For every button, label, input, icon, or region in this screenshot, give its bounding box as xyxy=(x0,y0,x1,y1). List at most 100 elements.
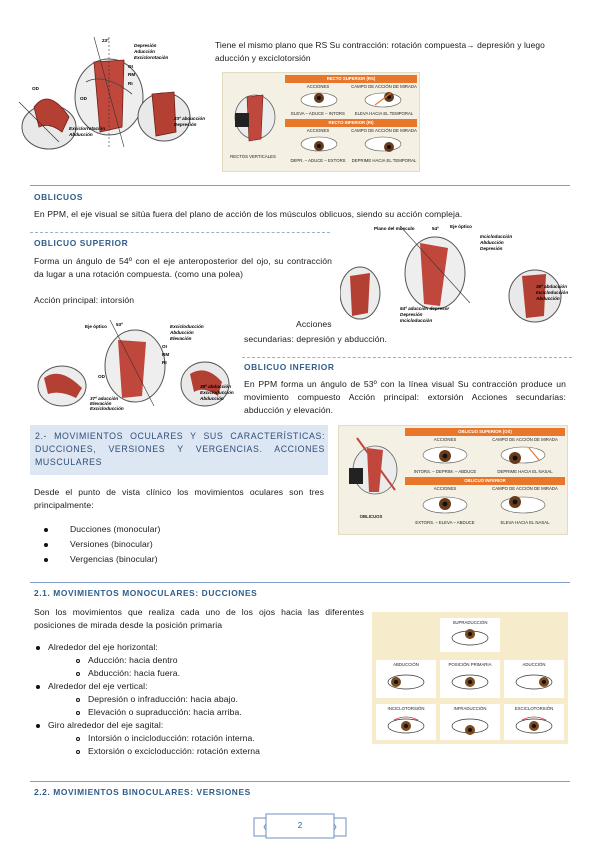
rectos-r1a: ELEVA – ADUCE – INTORS xyxy=(291,111,345,116)
os-label-4: Abducción xyxy=(479,240,504,245)
page-number: 2 xyxy=(297,821,303,830)
eye-icon xyxy=(387,716,425,734)
section2-list: Ducciones (monocular) Versiones (binocul… xyxy=(44,523,306,568)
os-accion-principal: Acción principal: intorsión xyxy=(34,295,135,305)
rs-eye-actions-icon xyxy=(300,92,338,108)
rule-oblicuos xyxy=(30,185,570,186)
rectus-diagram-svg: 23º Depresión Aducción Exciclorotación E… xyxy=(18,36,205,150)
fig1-label-4: Exciclorrotación xyxy=(69,126,105,131)
oi-label-11: Excicloducción xyxy=(90,406,124,411)
rule-21 xyxy=(30,582,570,583)
os-text: Forma un ángulo de 54º con el eje antero… xyxy=(34,256,332,279)
eye-left-drawing xyxy=(18,98,77,150)
oi-diagram-svg: Eje óptico 53º Excicloducción Abducción … xyxy=(37,319,234,411)
oblicuos-table: OBLICUOS OBLICUO SUPERIOR (OS) ACCIONES … xyxy=(338,425,568,535)
os-diagram: Plano del músculo 54º Eje óptico Inciclo… xyxy=(340,218,572,330)
section2-intro: Desde el punto de vista clínico los movi… xyxy=(34,487,324,510)
grid-label-exciclotorsion: EXCICLOTORSIÓN xyxy=(514,706,554,711)
rectos-hdr1-bar xyxy=(285,75,417,83)
os-diagram-svg: Plano del músculo 54º Eje óptico Inciclo… xyxy=(340,224,568,323)
fig1-label-9: RM xyxy=(128,72,135,77)
oi-label-0: Eje óptico xyxy=(85,324,107,329)
rectos-col2: CAMPO DE ACCIÓN DE MIRADA xyxy=(351,84,417,89)
oi-label-14: Abducción xyxy=(199,396,224,401)
oi-label-5: OI xyxy=(162,344,167,349)
oi-label-13: Excicloducción xyxy=(200,390,234,395)
oi-label-9: 37º aducción xyxy=(90,396,118,401)
fig1-label-7: Depresión xyxy=(174,122,197,127)
os-label-1: 54º xyxy=(432,226,439,231)
section21-intro: Son los movimientos que realiza cada uno… xyxy=(34,607,364,630)
os-label-3: Incicloducción xyxy=(480,234,512,239)
bullet-icon xyxy=(44,543,48,547)
oi-label-10: Elevación xyxy=(90,401,112,406)
rectos-r1b: ELEVA HACIA EL TEMPORAL xyxy=(354,111,414,116)
mid-r1a: INTORS. – DEPRIM. – ABDUCE xyxy=(413,469,477,474)
group-title: Alrededor del eje vertical: xyxy=(34,680,354,693)
grid-label-posicion: POSICIÓN PRIMARIA xyxy=(448,662,492,667)
eye-icon xyxy=(451,629,489,646)
eye-right-drawing xyxy=(137,91,191,142)
eye-icon xyxy=(515,674,553,690)
top-paragraph-text: Tiene el mismo plano que RS Su contracci… xyxy=(215,40,545,63)
rectos-side-label: RECTOS VERTICALES xyxy=(230,154,276,159)
rs-eye-field-icon xyxy=(364,92,402,108)
section21-groups: Alrededor del eje horizontal: Aducción: … xyxy=(34,641,354,758)
rectos-col2b: CAMPO DE ACCIÓN DE MIRADA xyxy=(351,128,417,133)
section2-heading: 2.- MOVIMIENTOS OCULARES Y SUS CARACTERÍ… xyxy=(35,431,325,467)
oi-label-12: 39º abducción xyxy=(200,384,231,389)
oblicuos-eye-illustration xyxy=(349,437,398,495)
ri-eye-actions-icon xyxy=(300,136,338,152)
list-item: Ducciones (monocular) xyxy=(44,523,306,538)
mid-hdr1: OBLICUO SUPERIOR (OS) xyxy=(458,429,512,434)
fig1-label-8: OI xyxy=(128,64,133,69)
os-label-2: Eje óptico xyxy=(450,224,472,229)
grid-label-abduccion: ABDUCCIÓN xyxy=(393,662,419,667)
rectos-hdr2: RECTO INFERIOR (RI) xyxy=(328,120,374,125)
os-label-5: Depresión xyxy=(480,246,503,251)
group-title: Alrededor del eje horizontal: xyxy=(34,641,354,654)
eye-icon xyxy=(515,716,553,734)
list-item: Abducción: hacia fuera. xyxy=(34,667,354,680)
fig1-label-5: Abducción xyxy=(68,132,93,137)
list-item: Depresión o infraducción: hacia abajo. xyxy=(34,693,354,706)
section22-heading: 2.2. MOVIMIENTOS BINOCULARES: VERSIONES xyxy=(34,787,251,797)
eye-icon xyxy=(387,674,425,690)
list-item: Extorsión o excicloducción: rotación ext… xyxy=(34,745,354,758)
os-label-8: Abducción xyxy=(535,296,560,301)
eye-icon xyxy=(451,674,489,690)
top-paragraph: Tiene el mismo plano que RS Su contracci… xyxy=(215,39,575,65)
oi-label-2: Excicloducción xyxy=(170,324,204,329)
bullet-icon xyxy=(44,528,48,532)
rectus-diagram: 23º Depresión Aducción Exciclorotación E… xyxy=(14,32,210,152)
os-acciones: Acciones xyxy=(296,319,332,329)
oblicuos-side-label: OBLICUOS xyxy=(359,514,383,519)
rule-os xyxy=(30,232,330,233)
oi-label-7: RI xyxy=(162,360,167,365)
mid-col3: ACCIONES xyxy=(433,486,457,491)
os-hdr-bar xyxy=(405,428,565,436)
ribbon-shape xyxy=(253,813,347,839)
rectos-hdr1: RECTO SUPERIOR (RS) xyxy=(326,76,376,81)
rectos-hdr2-bar xyxy=(285,119,417,127)
oi-label-8: OD xyxy=(98,374,106,379)
oi-label-6: RM xyxy=(162,352,169,357)
list-item: Vergencias (binocular) xyxy=(44,553,306,568)
oblicuos-text: En PPM, el eje visual se sitúa fuera del… xyxy=(34,209,463,219)
os-secundarias: secundarias: depresión y abducción. xyxy=(244,334,387,344)
grid-label-inciclotorsion: INCICLOTORSIÓN xyxy=(387,706,425,711)
duction-grid: SUPRADUCCIÓN ABDUCCIÓN POSICIÓN PRIMARIA… xyxy=(372,612,568,744)
oblicuos-heading: OBLICUOS xyxy=(34,192,84,202)
group-title: Giro alrededor del eje sagital: xyxy=(34,719,354,732)
fig1-label-0: 23º xyxy=(102,38,109,43)
page-number-ribbon: 2 xyxy=(252,812,348,842)
rectos-col1: ACCIONES xyxy=(306,84,330,89)
eye-center-drawing xyxy=(74,36,144,148)
fig1-label-10: RI xyxy=(128,81,133,86)
os-label-6: 36º abducción xyxy=(536,284,567,289)
rule-22 xyxy=(30,781,570,782)
os-eye-field-icon xyxy=(500,446,546,464)
list-item: Versiones (binocular) xyxy=(44,538,306,553)
os-label-7: Incicloducción xyxy=(536,290,568,295)
oi-eye-actions-icon xyxy=(422,496,468,514)
